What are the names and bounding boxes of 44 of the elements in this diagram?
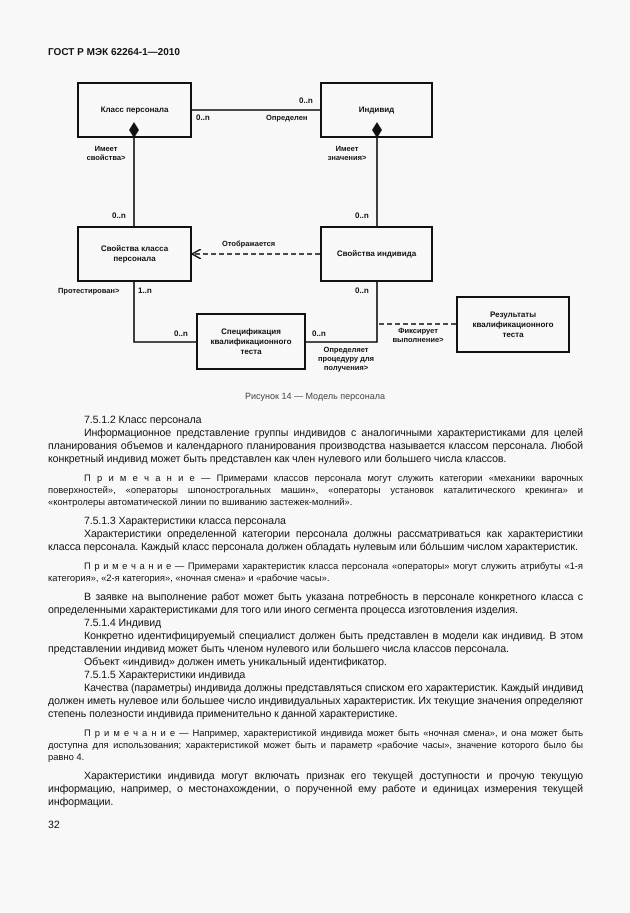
association-line: [306, 282, 378, 343]
multiplicity: 0..n: [355, 286, 369, 296]
class-name: Свойства класса персонала: [100, 244, 170, 264]
paragraph: Качества (параметры) индивида должны представляться списком его характеристик. Каждый индивид должен иметь нулевое или большее число индивидуальных характеристик. Их текущие значения определяют степень полезности индивида применительно к данной характеристике.: [48, 682, 583, 721]
class-name: Спецификация квалификационного теста: [209, 326, 293, 356]
figure-caption: Рисунок 14 — Модель персонала: [244, 391, 386, 401]
class-name: Индивид: [358, 105, 394, 115]
paragraph: Характеристики определенной категории персонала должны рассматриваться как характеристики класса персонала. Каждый класс персонала должен обладать нулевым или бо́льшим числом характеристик.: [48, 528, 583, 554]
note: П р и м е ч а н и е — Примерами классов персонала могут служить категории «механики варочных поверхностей», «операторы шпонострогальных машин», «операторы установок каталитического крекинга» и «контролеры автоматической линии по вшиванию застежек-молний».: [48, 472, 583, 508]
paragraph: 7.5.1.2 Класс персонала: [83, 414, 202, 427]
note: П р и м е ч а н и е — Примерами характеристик класса персонала «операторы» могут служить атрибуты «1-я категория», «2-я категория», «ночная смена» и «рабочие часы».: [48, 560, 583, 584]
association-line: [133, 282, 196, 343]
class-box: [456, 296, 570, 353]
class-name: Свойства индивида: [336, 249, 416, 259]
multiplicity: 0..n: [196, 113, 210, 123]
class-box: [77, 226, 192, 282]
note: П р и м е ч а н и е — Например, характеристикой индивида может быть «ночная смена», и она может быть доступна для использования; характеристикой может быть и параметр «рабочие часы», значение которого было бы равно 4.: [48, 727, 583, 763]
association-line: [129, 122, 139, 226]
paragraph: 7.5.1.5 Характеристики индивида: [83, 669, 246, 682]
multiplicity: 0..n: [112, 211, 126, 221]
class-box: [196, 313, 306, 370]
page-number: 32: [48, 819, 61, 831]
class-box: [320, 226, 433, 282]
association-line: [372, 122, 382, 226]
paragraph: Объект «индивид» должен иметь уникальный идентификатор.: [83, 656, 388, 669]
class-name: Результаты квалификационного теста: [471, 310, 555, 340]
paragraph: 7.5.1.3 Характеристики класса персонала: [83, 515, 287, 528]
paragraph: Информационное представление группы индивидов с аналогичными характеристиками для целей планирования объемов и календарного планирования производства называется классом персонала. Любой конкретный индивид может быть представлен как член нулевого или большего числа классов.: [48, 427, 583, 466]
class-name: Класс персонала: [100, 105, 168, 115]
dashed-connector: [191, 248, 320, 260]
paragraph: Конкретно идентифицируемый специалист должен быть представлен в модели как индивид. В этом представлении индивид может быть членом нулевого или большего числа классов персонала.: [48, 630, 583, 656]
multiplicity: 1..n: [138, 286, 152, 296]
dashed-connector: [379, 323, 456, 325]
multiplicity: 0..n: [174, 329, 188, 339]
paragraph: В заявке на выполнение работ может быть указана потребность в персонале конкретного класса с определенными характеристиками для того или иного сегмента процесса изготовления изделия.: [48, 591, 583, 617]
paragraph: Характеристики индивида могут включать признак его текущей доступности и прочую текущую информацию, например, о местонахождении, о порученной ему работе и единицах измерения текущей информации.: [48, 770, 583, 809]
association-line: [192, 109, 320, 111]
document-header: ГОСТ Р МЭК 62264-1—2010: [48, 47, 180, 58]
class-box: [320, 82, 433, 138]
multiplicity: 0..n: [355, 211, 369, 221]
class-box: [77, 82, 192, 138]
multiplicity: 0..n: [312, 329, 326, 339]
paragraph: 7.5.1.4 Индивид: [83, 617, 162, 630]
multiplicity: 0..n: [299, 96, 313, 106]
